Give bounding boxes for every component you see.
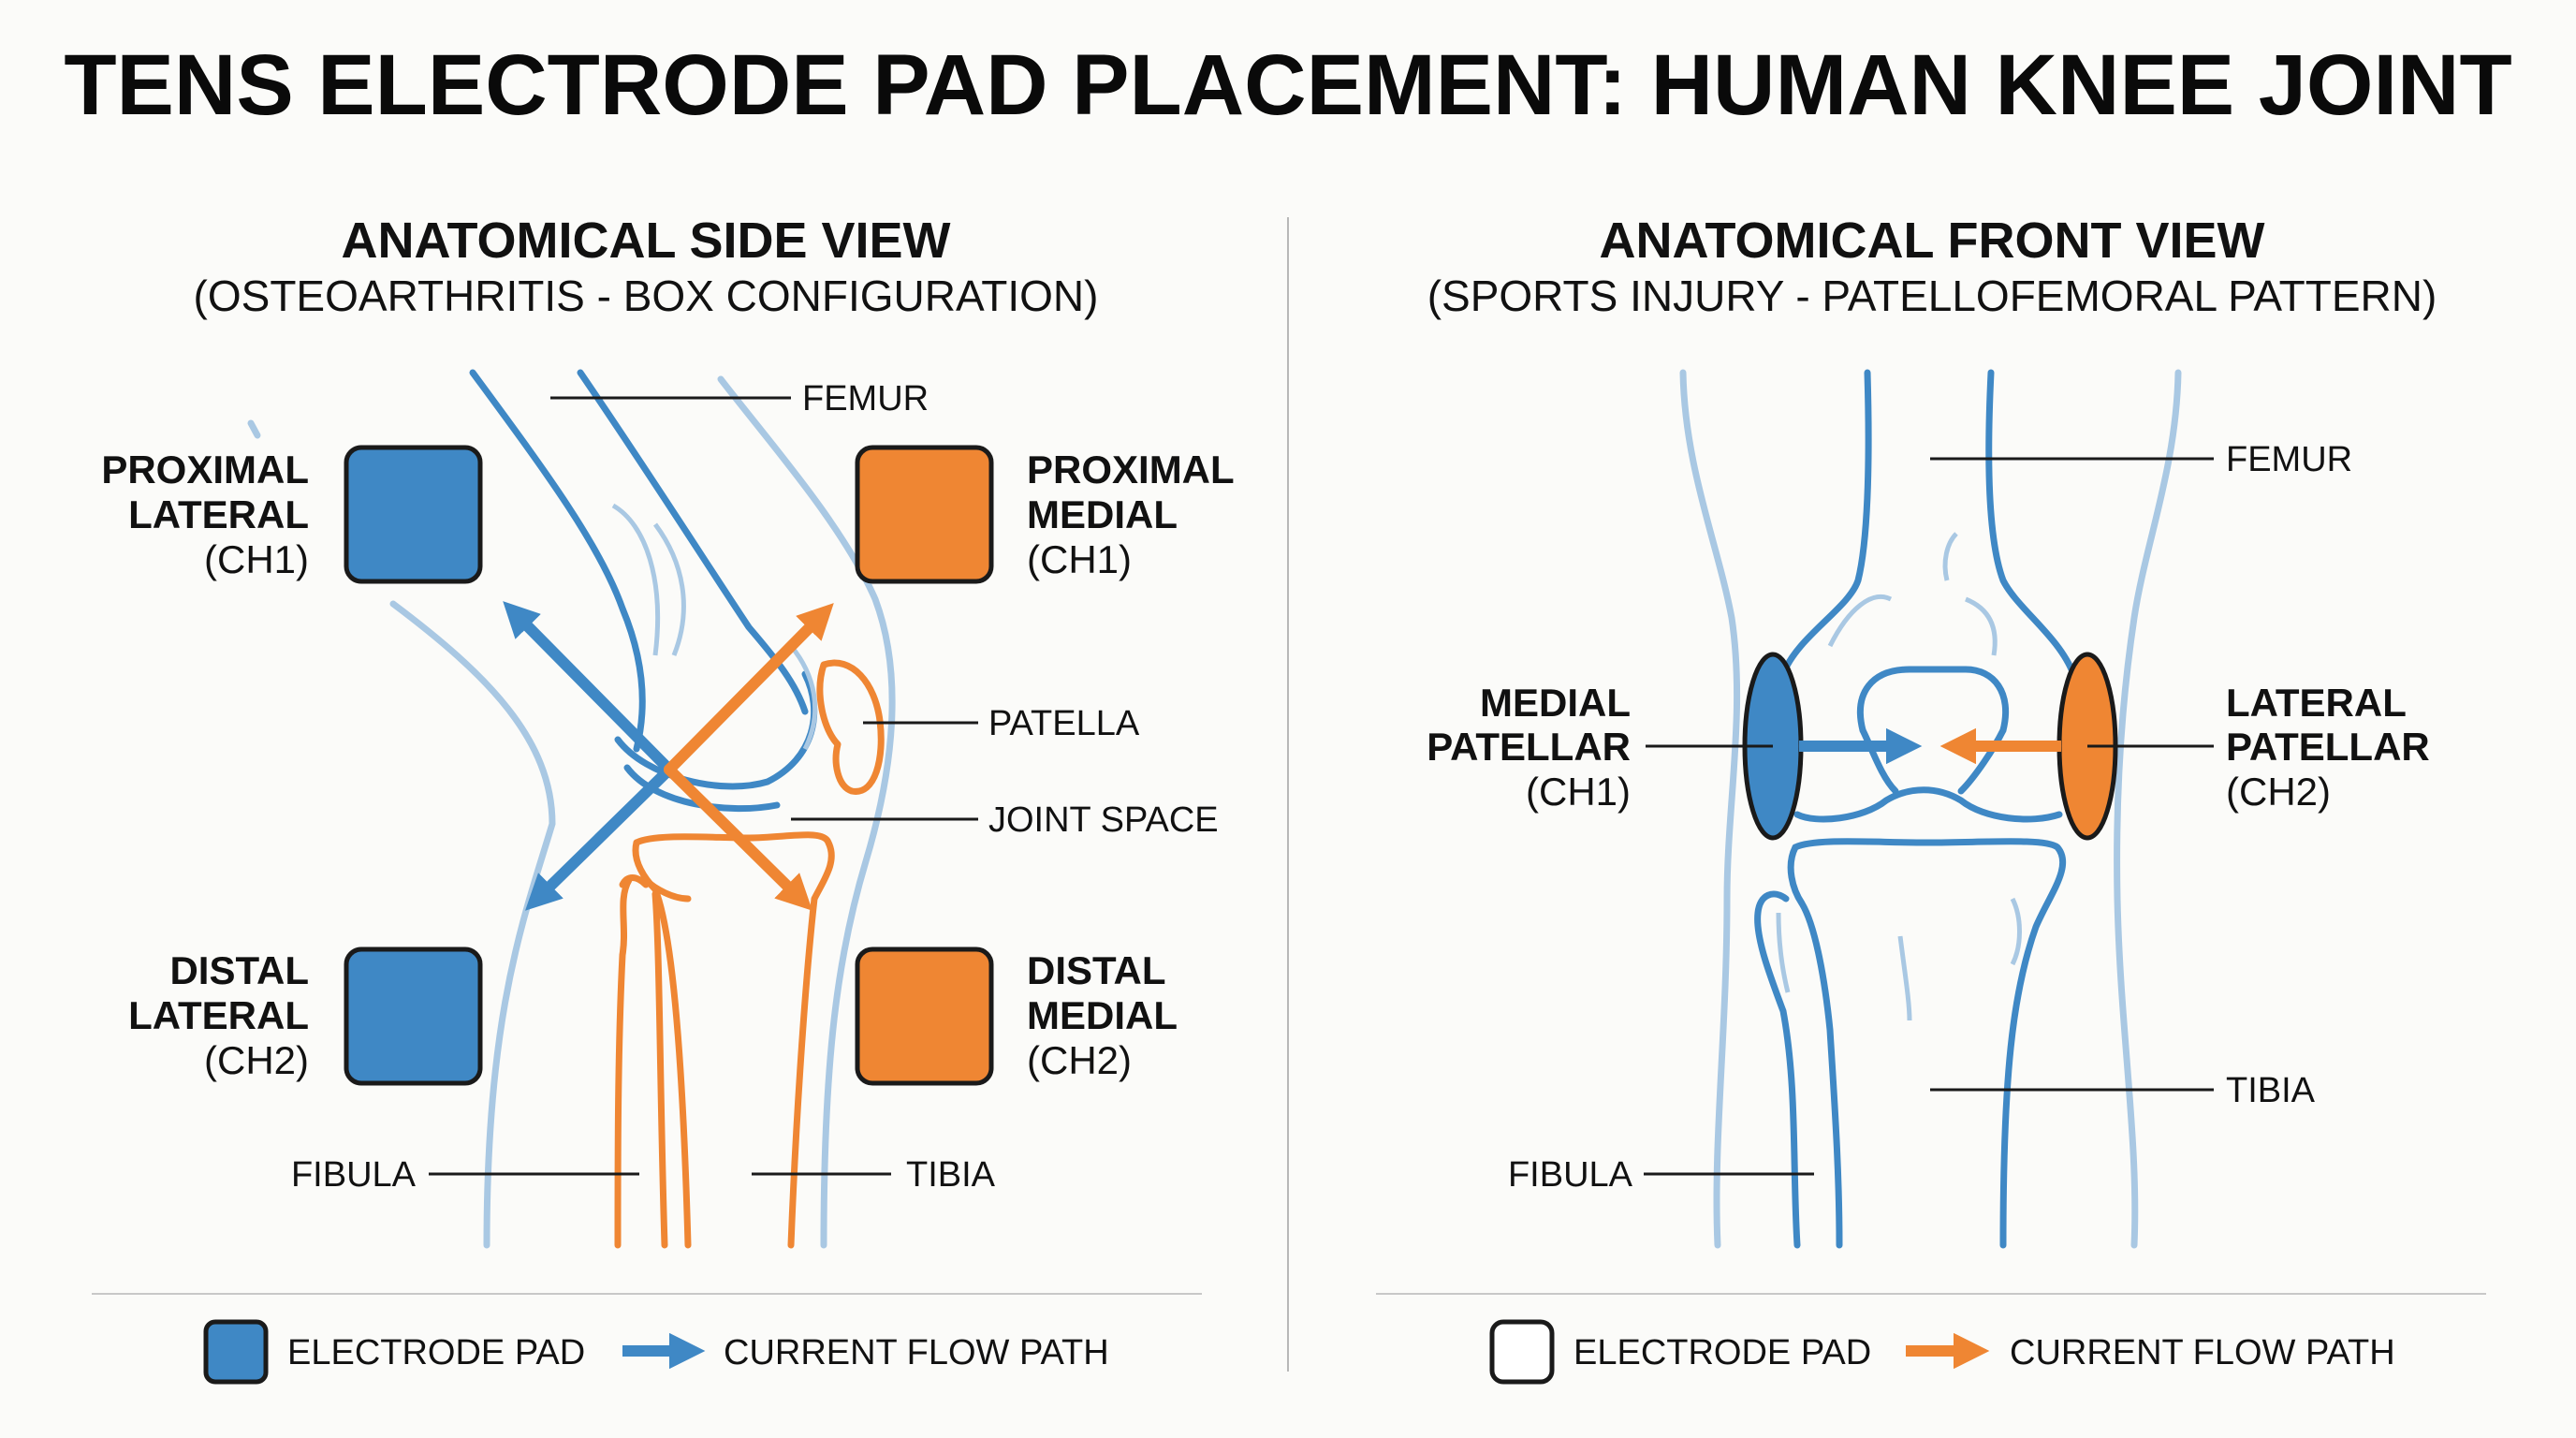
left-label-joint-space: JOINT SPACE <box>988 800 1219 840</box>
right-label-fibula: FIBULA <box>1508 1155 1633 1195</box>
left-label-femur: FEMUR <box>802 379 929 418</box>
left-lower-bones <box>614 831 835 1249</box>
pad-label-distal-medial-channel: (CH2) <box>1027 1038 1132 1082</box>
pad-label-proximal-medial-channel: (CH1) <box>1027 537 1132 581</box>
right-label-tibia: TIBIA <box>2226 1071 2316 1110</box>
left-pad-proximal-medial <box>855 445 994 584</box>
pad-label-distal-lateral-line2: LATERAL <box>128 993 309 1037</box>
right-femur-highlight <box>1827 532 1998 656</box>
pad-label-medial-patellar-line2: PATELLAR <box>1427 725 1631 769</box>
pad-label-lateral-patellar-line1: LATERAL <box>2226 681 2407 725</box>
right-tibia-highlight <box>1776 897 2022 1021</box>
right-legend-flow-label: CURRENT FLOW PATH <box>2010 1333 2395 1372</box>
left-pad-distal-medial <box>855 946 994 1086</box>
left-arrow-blue-down <box>525 764 675 911</box>
pad-label-lateral-patellar-line2: PATELLAR <box>2226 725 2430 769</box>
left-skin-outline <box>247 375 896 1249</box>
right-panel: ANATOMICAL FRONT VIEW (SPORTS INJURY - P… <box>1376 213 2486 1385</box>
pad-label-medial-patellar-channel: (CH1) <box>1526 770 1631 814</box>
right-panel-subheading: (SPORTS INJURY - PATELLOFEMORAL PATTERN) <box>1427 271 2437 320</box>
left-label-patella: PATELLA <box>988 704 1140 743</box>
right-panel-heading: ANATOMICAL FRONT VIEW <box>1600 213 2265 269</box>
left-legend-pad-label: ELECTRODE PAD <box>287 1333 585 1372</box>
right-femur-bone <box>1779 369 2077 823</box>
left-arrow-orange-up <box>664 603 834 775</box>
left-label-tibia: TIBIA <box>906 1155 996 1195</box>
right-label-femur: FEMUR <box>2226 440 2352 479</box>
right-legend-pad-label: ELECTRODE PAD <box>1573 1333 1871 1372</box>
right-legend-pad-swatch <box>1489 1319 1555 1385</box>
left-label-fibula: FIBULA <box>291 1155 417 1195</box>
left-pad-distal-lateral <box>344 946 483 1086</box>
pad-label-proximal-lateral-line2: LATERAL <box>128 492 309 536</box>
right-skin-outline <box>1679 369 2182 1249</box>
pad-label-proximal-medial-line1: PROXIMAL <box>1027 448 1235 492</box>
left-panel: ANATOMICAL SIDE VIEW (OSTEOARTHRITIS - B… <box>92 213 1235 1385</box>
pad-label-distal-medial-line1: DISTAL <box>1027 948 1166 992</box>
pad-label-proximal-lateral-line1: PROXIMAL <box>101 448 309 492</box>
left-arrow-blue-up <box>503 601 675 775</box>
pad-label-lateral-patellar-channel: (CH2) <box>2226 770 2331 814</box>
left-femur-highlight <box>611 503 818 751</box>
pad-label-distal-medial-line2: MEDIAL <box>1027 993 1178 1037</box>
left-leader-lines <box>429 396 978 1176</box>
left-panel-subheading: (OSTEOARTHRITIS - BOX CONFIGURATION) <box>194 271 1099 320</box>
pad-label-distal-lateral-channel: (CH2) <box>204 1038 309 1082</box>
pad-label-proximal-medial-line2: MEDIAL <box>1027 492 1178 536</box>
pad-label-medial-patellar-line1: MEDIAL <box>1480 681 1631 725</box>
right-leader-lines <box>1644 457 2214 1176</box>
left-patella-bone <box>816 659 885 795</box>
left-legend-flow-label: CURRENT FLOW PATH <box>724 1333 1109 1372</box>
right-lower-bones <box>1754 838 2067 1249</box>
left-arrow-orange-down <box>664 764 812 911</box>
pad-label-proximal-lateral-channel: (CH1) <box>204 537 309 581</box>
pad-label-distal-lateral-line1: DISTAL <box>169 948 309 992</box>
left-pad-proximal-lateral <box>344 445 483 584</box>
page-title: TENS ELECTRODE PAD PLACEMENT: HUMAN KNEE… <box>64 37 2511 133</box>
left-legend-pad-swatch <box>203 1319 269 1385</box>
left-current-arrows <box>503 601 834 911</box>
left-panel-heading: ANATOMICAL SIDE VIEW <box>341 213 950 269</box>
